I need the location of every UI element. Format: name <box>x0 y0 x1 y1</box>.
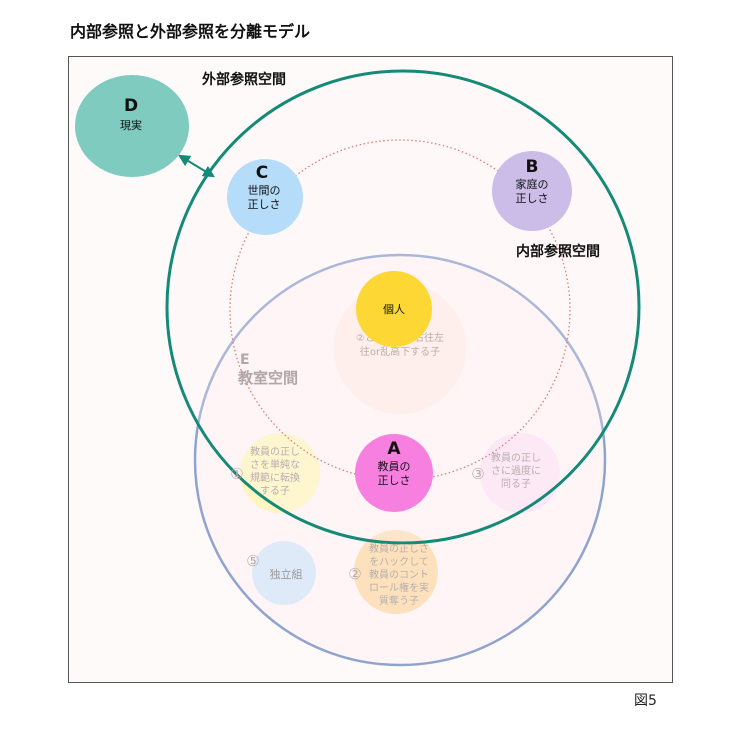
outer-space-label: 外部参照空間 <box>202 71 286 88</box>
faded-node-5-num: ⑤ <box>246 552 259 570</box>
inner-space-label: 内部参照空間 <box>516 243 600 260</box>
figure-label: 図5 <box>634 693 657 709</box>
faded-node-2-line-3: 教員のコント <box>369 568 429 581</box>
faded-node-3-line-3: 同る子 <box>501 478 531 490</box>
node-b-line-2: 正しさ <box>516 192 549 205</box>
node-b <box>492 151 572 231</box>
node-individual <box>356 271 432 347</box>
class-space-label: 教室空間 <box>237 369 298 387</box>
node-c-line-2: 正しさ <box>248 198 281 211</box>
faded-node-1-line-3: 規範に転換 <box>250 471 300 484</box>
node-a <box>355 434 433 512</box>
faded-node-1-num: ① <box>230 465 243 483</box>
node-d <box>75 75 189 177</box>
node-c <box>227 159 303 235</box>
faded-node-3-line-1: 教員の正し <box>491 451 541 464</box>
class-space-letter: E <box>240 352 250 368</box>
faded-node-1-line-2: さを単純な <box>250 458 300 471</box>
faded-node-4-line-2: 往or乱高下する子 <box>360 345 440 358</box>
faded-node-2 <box>354 530 438 614</box>
faded-node-2-line-4: ロール権を実 <box>369 581 429 594</box>
node-d-label: 現実 <box>120 118 142 132</box>
node-c-letter: C <box>256 163 268 183</box>
faded-node-3-num: ③ <box>471 465 484 483</box>
page-title: 内部参照と外部参照を分離モデル <box>70 22 311 41</box>
node-c-line-1: 世間の <box>248 184 281 197</box>
node-b-line-1: 家庭の <box>516 177 549 191</box>
faded-node-5-label: 独立組 <box>270 567 303 581</box>
faded-node-2-num: ② <box>348 565 361 583</box>
faded-node-3 <box>480 433 560 513</box>
node-a-line-2: 正しさ <box>378 474 411 487</box>
node-individual-label: 個人 <box>383 303 405 316</box>
faded-node-2-line-1: 教員の正しさ <box>369 542 429 555</box>
node-d-letter: D <box>124 96 138 116</box>
faded-node-1-line-4: する子 <box>260 485 290 497</box>
faded-node-1-line-1: 教員の正し <box>250 445 300 458</box>
inner-space-circle <box>229 139 571 481</box>
faded-node-2-line-5: 質奪う子 <box>379 594 419 607</box>
faded-node-2-line-2: をハックして <box>369 556 429 568</box>
node-a-line-1: 教員の <box>378 460 411 473</box>
faded-node-5 <box>252 541 316 605</box>
node-b-letter: B <box>526 157 539 177</box>
faded-node-3-line-2: さに過度に <box>491 464 541 477</box>
arrow-d-c <box>177 154 216 178</box>
node-a-letter: A <box>387 439 401 459</box>
